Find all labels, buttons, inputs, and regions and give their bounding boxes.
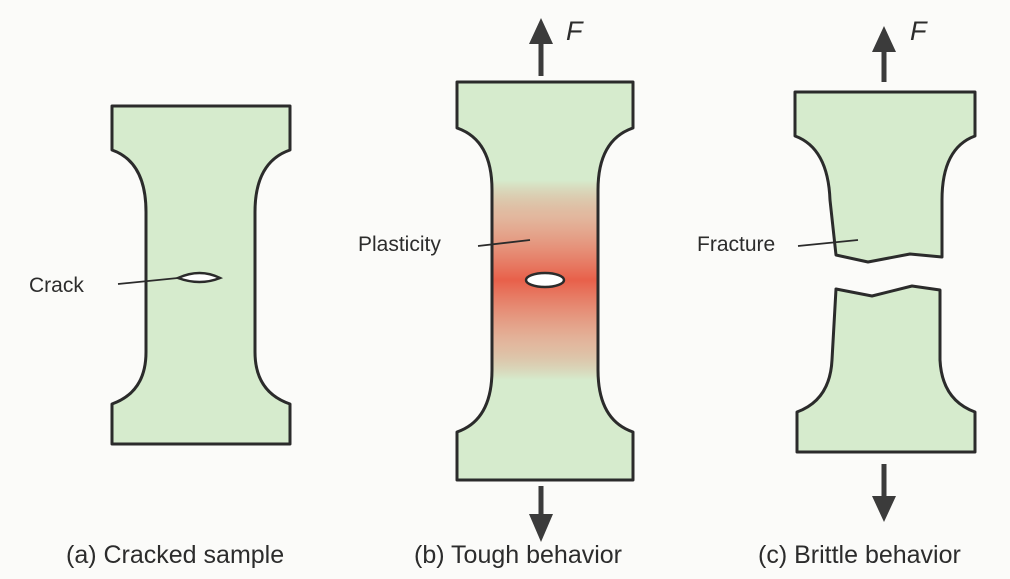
force-arrow-down-c-icon — [872, 496, 896, 522]
plasticity-leader-line — [477, 239, 531, 247]
force-label-b: F — [566, 16, 584, 46]
panel-cracked-sample: Crack (a) Cracked sample — [29, 104, 292, 569]
caption-c: (c) Brittle behavior — [758, 541, 961, 569]
specimen-c-bottom — [795, 284, 977, 454]
blunted-crack-hole — [524, 271, 566, 289]
crack-leader-line — [117, 277, 179, 285]
specimen-b-outline — [455, 80, 635, 482]
force-arrow-up-c-icon — [872, 26, 896, 52]
fracture-leader-line — [797, 239, 859, 247]
panel-tough-behavior: Plasticity F (b) Tough behavior — [358, 16, 635, 569]
plasticity-label: Plasticity — [358, 233, 441, 256]
crack-label: Crack — [29, 274, 84, 297]
caption-a: (a) Cracked sample — [66, 541, 284, 569]
caption-b: (b) Tough behavior — [414, 541, 622, 569]
specimen-c-top — [793, 90, 977, 264]
force-arrow-up-b-icon — [529, 18, 553, 44]
crack-shape — [174, 271, 224, 284]
fracture-label: Fracture — [697, 233, 775, 256]
force-label-c: F — [910, 16, 928, 46]
panel-brittle-behavior: Fracture F (c) Brittle behavior — [697, 16, 977, 569]
force-arrow-down-b-icon — [529, 514, 553, 542]
